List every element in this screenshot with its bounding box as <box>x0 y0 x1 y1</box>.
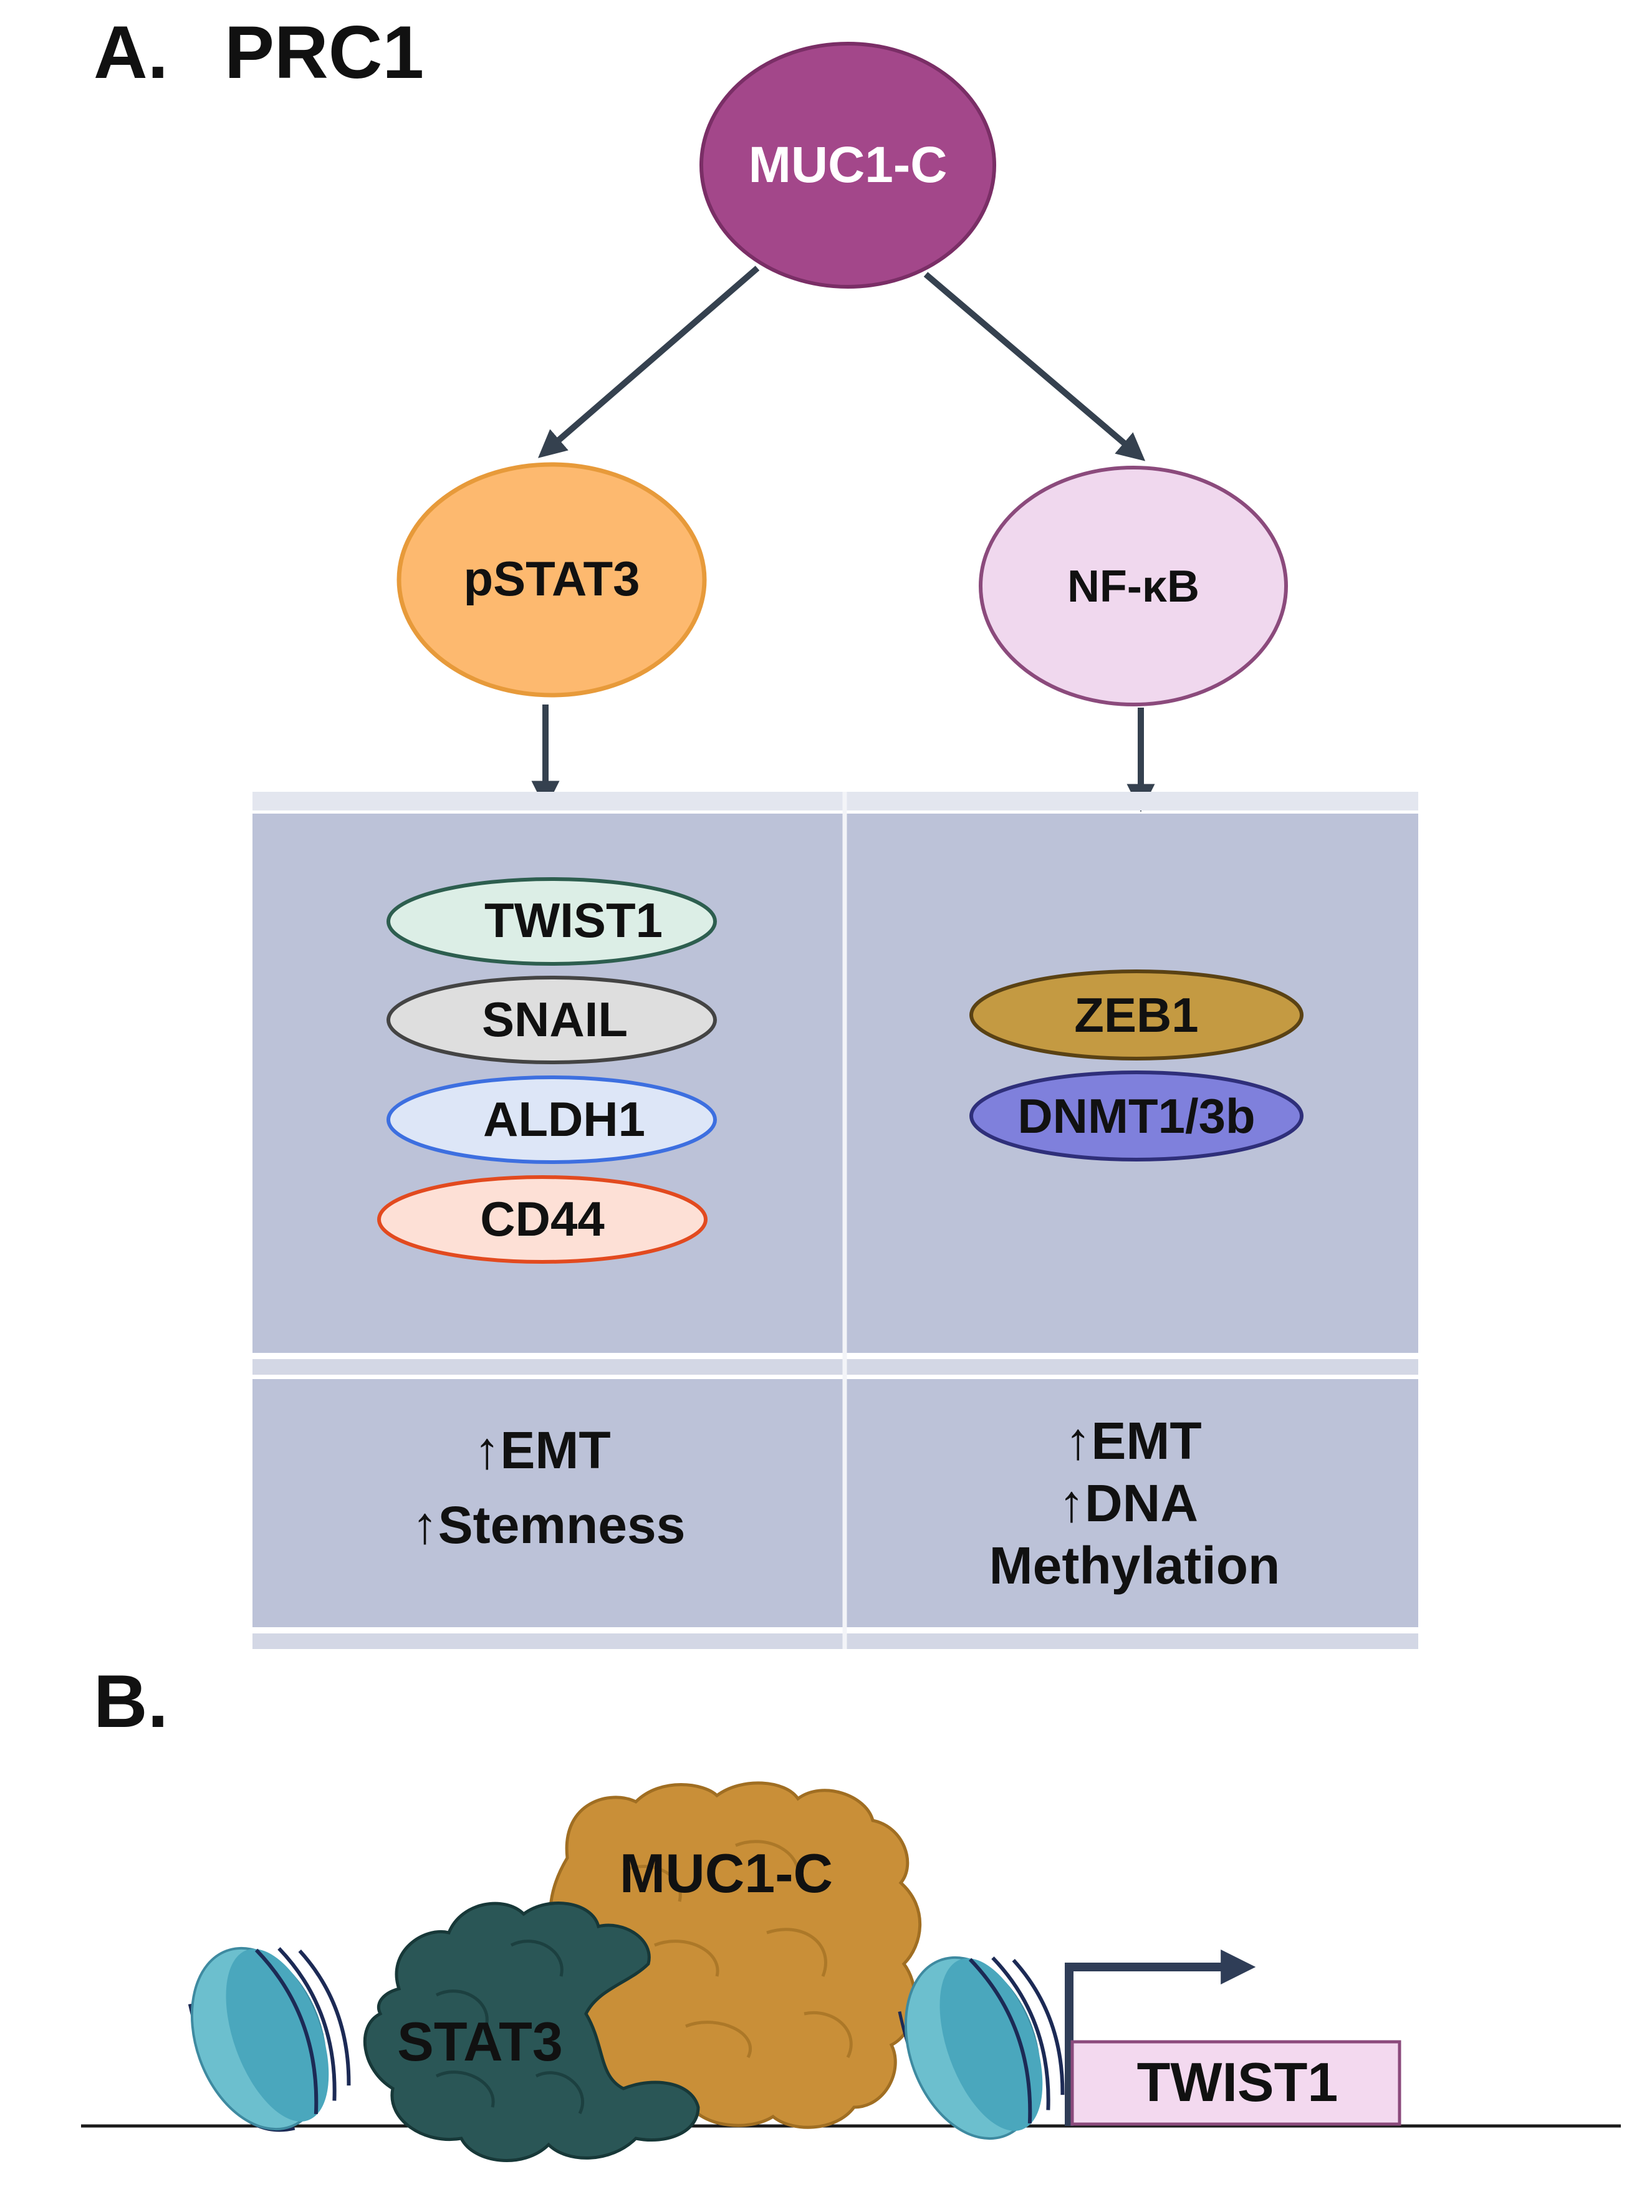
nucleosome-right <box>898 1956 1065 2140</box>
right-outcome-2: ↑DNA <box>1059 1474 1198 1532</box>
transcription-start-arrow <box>1065 1950 1256 2126</box>
muc1c-protein: MUC1-C <box>547 1781 922 2129</box>
dnmt-target-label: DNMT1/3b <box>1017 1089 1255 1143</box>
right-outcome-1: ↑EMT <box>1065 1411 1201 1470</box>
muc1c-node-label: MUC1-C <box>749 137 948 193</box>
stat3-protein: STAT3 <box>363 1902 700 2162</box>
left-outcome-1: ↑EMT <box>474 1421 610 1479</box>
cd44-target-label: CD44 <box>480 1191 604 1246</box>
snail-target: SNAIL <box>387 976 717 1064</box>
stat3-protein-label: STAT3 <box>397 2011 563 2072</box>
pstat3-node-label: pSTAT3 <box>463 551 640 606</box>
twist1-gene-label: TWIST1 <box>1137 2051 1338 2113</box>
twist1-target-label: TWIST1 <box>484 893 663 948</box>
nfkb-node-label: NF-κB <box>1067 562 1199 612</box>
panel-b-label: B. <box>94 1660 168 1743</box>
panel-a-label: A. <box>94 11 168 94</box>
snail-target-label: SNAIL <box>482 992 628 1047</box>
nfkb-node: NF-κB <box>979 466 1288 706</box>
nucleosome-left <box>188 1946 351 2132</box>
zeb1-target-label: ZEB1 <box>1074 988 1198 1042</box>
left-outcome-2: ↑Stemness <box>412 1496 686 1554</box>
twist1-gene: TWIST1 <box>1070 2040 1401 2126</box>
aldh1-target: ALDH1 <box>387 1075 717 1164</box>
right-outcome-3: Methylation <box>989 1536 1280 1595</box>
cd44-target: CD44 <box>377 1175 708 1264</box>
arrow-muc1c-to-pstat3 <box>537 266 760 458</box>
panel-a-title: PRC1 <box>224 11 424 94</box>
arrow-muc1c-to-nfkb <box>923 272 1146 461</box>
aldh1-target-label: ALDH1 <box>483 1092 645 1147</box>
twist1-target: TWIST1 <box>387 877 717 966</box>
muc1c-node: MUC1-C <box>699 42 996 289</box>
dnmt-target: DNMT1/3b <box>969 1070 1304 1161</box>
pstat3-node: pSTAT3 <box>396 462 707 698</box>
muc1c-protein-label: MUC1-C <box>620 1842 833 1904</box>
zeb1-target: ZEB1 <box>969 969 1304 1060</box>
